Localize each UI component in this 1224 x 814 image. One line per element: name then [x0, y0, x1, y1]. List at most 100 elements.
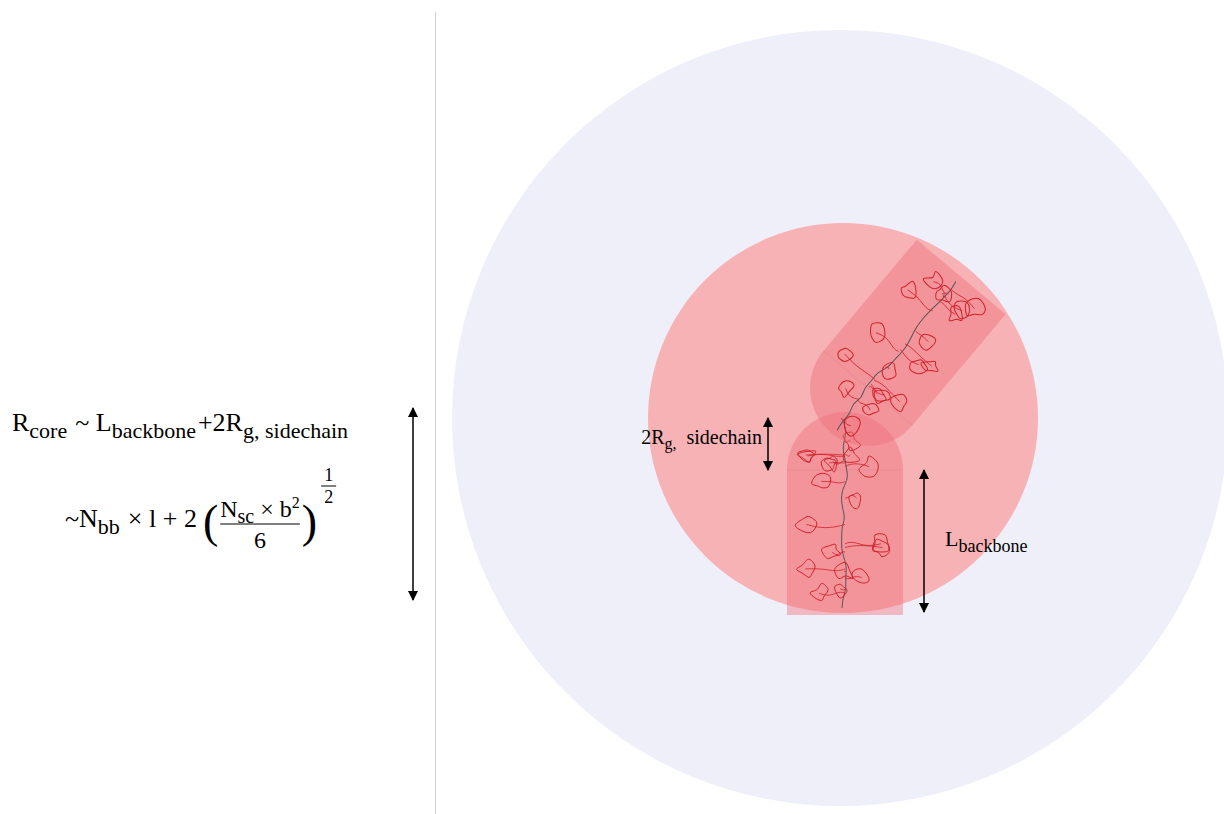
sidechain-tether	[869, 386, 879, 394]
formula-text: 6	[254, 528, 266, 552]
subscript-text: sc	[238, 506, 255, 526]
sidechain-coil	[834, 584, 847, 598]
sidechain-coil	[843, 447, 859, 462]
sidechain-tether	[845, 455, 851, 457]
capsule-seam	[787, 470, 903, 471]
bottlebrush	[786, 240, 1005, 470]
subscript-text: core	[29, 420, 67, 442]
formula-line: Rcore~ Lbackbone+2Rg, sidechain	[12, 410, 348, 436]
sidechain-tether	[832, 552, 845, 555]
sidechain-coil	[907, 356, 930, 378]
formula-text: N	[220, 497, 237, 521]
fraction-bar	[220, 523, 300, 524]
sidechain-tether	[844, 354, 875, 380]
sidechain-coil	[839, 413, 864, 438]
bottlebrush-group	[786, 240, 1005, 615]
fraction-denominator: 6	[254, 528, 266, 552]
dimension-label: 2Rg,sidechain	[641, 427, 762, 447]
subscript-text: bb	[98, 516, 120, 538]
formula-text: (	[203, 499, 218, 545]
sidechain-tether	[886, 366, 890, 370]
sidechain-tether	[821, 481, 845, 483]
formula-text: 2	[292, 495, 300, 511]
sidechain-tether	[951, 288, 976, 309]
sidechain-coil	[812, 473, 831, 488]
sidechain-coil	[821, 544, 840, 558]
sidechain-tether	[840, 589, 845, 590]
sidechain-tether	[845, 577, 862, 579]
formula-text: R	[12, 410, 29, 436]
formula-text: 1	[324, 466, 333, 484]
formula-text: × b	[260, 497, 292, 521]
sidechain-tether	[806, 524, 845, 527]
dimension-label: Lbackbone	[945, 528, 1027, 550]
formula-text: )	[302, 499, 317, 545]
dimension-arrow	[767, 418, 769, 470]
exponent-numerator: 1	[324, 466, 333, 484]
sidechain-tether	[845, 546, 882, 548]
dimension-arrow	[923, 470, 925, 612]
sidechain-tether	[841, 419, 851, 427]
formula-text: +2R	[198, 410, 243, 436]
sidechain-tether	[870, 384, 885, 397]
sidechain-coil	[870, 385, 892, 407]
formula-text: 2R	[641, 427, 664, 447]
sidechain-coil	[810, 583, 828, 600]
exponent-denominator: 2	[324, 488, 333, 506]
backbone-chain	[841, 418, 847, 608]
sidechain-tether	[907, 289, 933, 312]
backbone-chain	[833, 281, 960, 430]
subscript-text: backbone	[112, 420, 196, 442]
dimension-arrow	[412, 408, 414, 600]
sidechain-coil	[933, 284, 956, 307]
sidechain-coil	[864, 319, 890, 345]
sidechain-tether	[876, 331, 900, 352]
sidechain-tether	[844, 388, 859, 401]
subscript-text: backbone	[958, 537, 1027, 555]
sidechain-coil	[916, 331, 937, 352]
sidechain-tether	[845, 464, 869, 467]
sidechain-tether	[845, 495, 857, 498]
sidechain-coil	[869, 386, 889, 405]
sidechain-coil	[797, 559, 815, 577]
sidechain-coil	[950, 297, 974, 321]
sidechain-coil	[944, 303, 968, 327]
capsule-seam	[824, 351, 913, 426]
formula-text: × l + 2	[128, 506, 197, 532]
outer-corona-circle	[452, 30, 1224, 806]
sidechain-tether	[940, 301, 956, 315]
formula-text: L	[945, 528, 958, 550]
parenthesis: (	[203, 499, 218, 545]
sidechain-tether	[905, 343, 932, 366]
subscript-text: g, sidechain	[243, 420, 348, 442]
sidechain-coil	[821, 458, 836, 471]
sidechain-tether	[857, 399, 871, 411]
sidechain-tether	[933, 280, 949, 294]
sidechain-tether	[916, 331, 929, 342]
fraction-bar	[321, 486, 336, 487]
formula-text: ~ L	[75, 410, 111, 436]
separator-line	[435, 12, 436, 814]
sidechain-tether	[844, 570, 845, 572]
formula-text: sidechain	[686, 427, 762, 447]
sidechain-coil	[836, 378, 856, 398]
capsule-shape	[786, 240, 1005, 470]
formula-text: ~N	[65, 506, 98, 532]
sidechain-tether	[806, 454, 845, 456]
fraction-numerator: Nsc× b2	[220, 497, 300, 521]
subscript-text: g,	[664, 436, 676, 452]
formula-line: ~Nbb× l + 2	[65, 506, 197, 532]
sidechain-tether	[819, 592, 845, 595]
sidechain-coil	[852, 569, 869, 583]
sidechain-coil	[872, 539, 889, 557]
sidechain-coil	[795, 516, 817, 532]
parenthesis: )	[302, 499, 317, 545]
sidechain-coil	[797, 451, 815, 463]
sidechain-coil	[861, 399, 881, 419]
formula-text: 2	[324, 488, 333, 506]
sidechain-coil	[879, 360, 902, 383]
sidechain-tether	[829, 462, 845, 463]
sidechain-tether	[845, 542, 881, 545]
